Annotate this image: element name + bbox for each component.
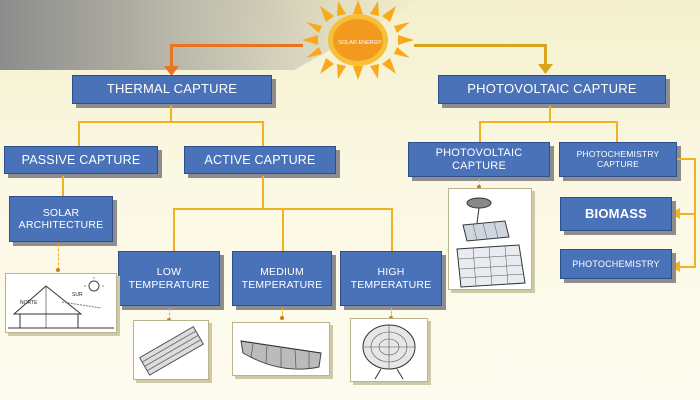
connector [58, 244, 60, 270]
connector-dot [56, 268, 60, 272]
connector [62, 176, 64, 196]
thermal-capture-box: THERMAL CAPTURE [72, 75, 272, 104]
connector [479, 179, 481, 187]
photochemistry-capture-box: PHOTOCHEMISTRY CAPTURE [559, 142, 677, 177]
photovoltaic-panel-image [448, 188, 532, 290]
solar-architecture-box: SOLAR ARCHITECTURE [9, 196, 113, 242]
connector [479, 121, 618, 123]
low-temperature-box: LOW TEMPERATURE [118, 251, 220, 306]
solar-architecture-image: NORTE SUR [5, 273, 117, 333]
connector [282, 308, 284, 318]
connector [694, 158, 696, 268]
sun-icon [302, 0, 414, 80]
connector [170, 106, 172, 122]
connector [169, 308, 171, 320]
connector [616, 121, 618, 143]
connector [391, 308, 393, 318]
photovoltaic-capture-box: PHOTOVOLTAIC CAPTURE [438, 75, 666, 104]
connector [676, 266, 695, 268]
low-temperature-collector-image [133, 320, 209, 380]
connector-sun-thermal [170, 44, 303, 47]
connector [262, 121, 264, 146]
north-label: NORTE [20, 300, 38, 306]
active-capture-box: ACTIVE CAPTURE [184, 146, 336, 174]
connector-sun-thermal-down [170, 44, 173, 74]
connector-sun-pv [414, 44, 547, 47]
connector [549, 106, 551, 122]
connector [262, 176, 264, 208]
high-temperature-dish-image [350, 318, 428, 382]
connector [677, 158, 695, 160]
connector [676, 213, 695, 215]
sun-label: SOLAR ENERGY [338, 40, 382, 46]
medium-temperature-collector-image [232, 322, 330, 376]
connector [78, 121, 80, 146]
biomass-box: BIOMASS [560, 197, 672, 231]
connector [479, 121, 481, 143]
arrow-left-icon [670, 261, 680, 272]
medium-temperature-box: MEDIUM TEMPERATURE [232, 251, 332, 306]
high-temperature-box: HIGH TEMPERATURE [340, 251, 442, 306]
pv-capture-box: PHOTOVOLTAIC CAPTURE [408, 142, 550, 177]
connector-dot [280, 316, 284, 320]
connector [173, 208, 175, 251]
south-label: SUR [72, 292, 83, 298]
photochemistry-box: PHOTOCHEMISTRY [560, 249, 672, 279]
connector [78, 121, 264, 123]
passive-capture-box: PASSIVE CAPTURE [4, 146, 158, 174]
connector-sun-pv-down [544, 44, 547, 72]
connector [282, 208, 284, 251]
connector-dot [477, 185, 481, 189]
arrow-left-icon [670, 208, 680, 219]
arrow-down-icon [164, 66, 179, 76]
arrow-down-icon [538, 64, 553, 74]
connector [391, 208, 393, 251]
